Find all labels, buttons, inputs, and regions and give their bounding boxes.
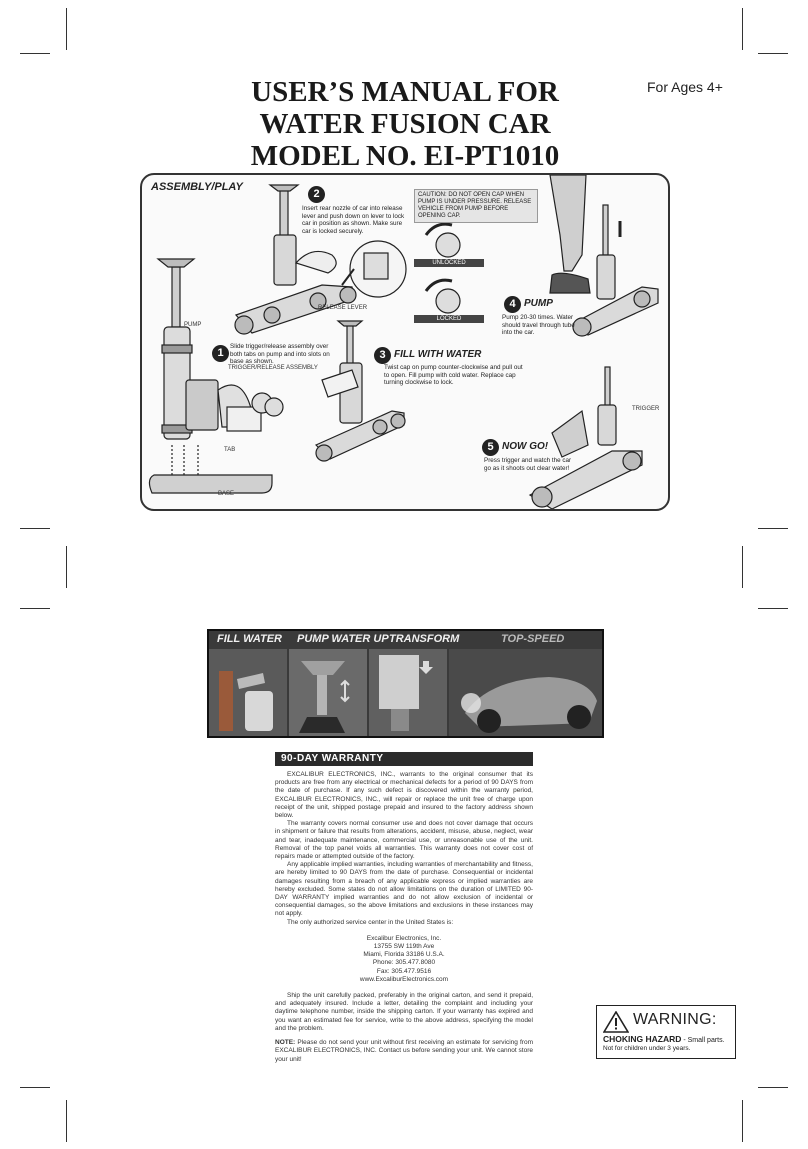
note-paragraph: NOTE: Please do not send your unit witho…	[275, 1039, 533, 1064]
crop-mark	[758, 53, 788, 54]
label-tab: TAB	[224, 447, 236, 453]
warranty-text: EXCALIBUR ELECTRONICS, INC., warrants to…	[275, 771, 533, 1064]
step-3-number: 3	[374, 347, 391, 364]
unlocked-diagram: UNLOCKED	[414, 227, 484, 267]
step-1-number: 1	[212, 345, 229, 362]
label-locked: LOCKED	[414, 315, 484, 323]
crop-mark	[758, 608, 788, 609]
page-title: USER’S MANUAL FOR WATER FUSION CAR MODEL…	[200, 76, 610, 172]
address-line: Excalibur Electronics, Inc.	[366, 934, 442, 942]
crop-mark	[742, 1100, 743, 1142]
step-1-text: Slide trigger/release assembly over both…	[230, 343, 330, 366]
crop-mark	[66, 8, 67, 50]
title-line-3: MODEL NO. EI-PT1010	[250, 140, 560, 172]
assembly-title: ASSEMBLY/PLAY	[151, 181, 243, 193]
choking-hazard-line: CHOKING HAZARD - Small parts.	[603, 1034, 725, 1044]
age-restriction: Not for children under 3 years.	[603, 1045, 691, 1052]
banner-fill-water: FILL WATER	[217, 633, 282, 645]
step-4-title: PUMP	[524, 298, 553, 309]
warning-triangle-icon	[603, 1011, 629, 1033]
step-2-number: 2	[308, 186, 325, 203]
step-4-number: 4	[504, 296, 521, 313]
crop-mark	[20, 1087, 50, 1088]
warranty-paragraph: The warranty covers normal consumer use …	[275, 820, 533, 861]
step-5-title: NOW GO!	[502, 441, 549, 452]
step-2-text: Insert rear nozzle of car into release l…	[302, 205, 405, 235]
crop-mark	[742, 546, 743, 588]
warning-title: WARNING:	[633, 1011, 717, 1028]
step-4-text: Pump 20-30 times. Water should travel th…	[502, 314, 575, 337]
banner-transform: TRANSFORM	[389, 633, 460, 645]
crop-mark	[758, 528, 788, 529]
locked-diagram: LOCKED	[414, 283, 484, 323]
label-unlocked: UNLOCKED	[414, 259, 484, 267]
crop-mark	[20, 53, 50, 54]
age-label: For Ages 4+	[647, 79, 723, 95]
banner-top-speed: TOP-SPEED	[501, 633, 565, 645]
step-5-number: 5	[482, 439, 499, 456]
label-pump: PUMP	[184, 322, 202, 328]
crop-mark	[66, 546, 67, 588]
crop-mark	[66, 1100, 67, 1142]
label-base: BASE	[218, 491, 235, 497]
small-parts: - Small parts.	[681, 1037, 725, 1044]
warranty-paragraph: The only authorized service center in th…	[287, 918, 454, 926]
address-line: Phone: 305.477.8080	[372, 959, 436, 967]
crop-mark	[20, 528, 50, 529]
crop-mark	[20, 608, 50, 609]
warranty-heading: 90-DAY WARRANTY	[275, 752, 533, 766]
address-line: www.ExcaliburElectronics.com	[359, 975, 449, 983]
address-line: Miami, Florida 33186 U.S.A.	[363, 951, 445, 959]
note-text: Please do not send your unit without fir…	[275, 1039, 533, 1063]
step-3-text: Twist cap on pump counter-clockwise and …	[384, 364, 523, 387]
address-line: 13755 SW 119th Ave	[373, 943, 435, 951]
assembly-panel: ASSEMBLY/PLAY CAUTION: DO NOT OPEN CAP W…	[140, 173, 670, 511]
banner-pump-water-up: PUMP WATER UP	[297, 633, 389, 645]
address-line: Fax: 305.477.9516	[376, 967, 432, 975]
service-address: Excalibur Electronics, Inc. 13755 SW 119…	[275, 935, 533, 984]
label-trigger-release: TRIGGER/RELEASE ASSEMBLY	[228, 365, 318, 371]
label-release-lever: RELEASE LEVER	[318, 305, 368, 311]
choking-hazard: CHOKING HAZARD	[603, 1034, 682, 1044]
shipping-paragraph: Ship the unit carefully packed, preferab…	[275, 992, 533, 1032]
feature-banner: FILL WATER PUMP WATER UP TRANSFORM TOP-S…	[207, 629, 604, 738]
note-label: NOTE:	[275, 1039, 296, 1047]
banner-photos	[209, 649, 602, 736]
title-line-2: WATER FUSION CAR	[259, 108, 551, 140]
caution-box: CAUTION: DO NOT OPEN CAP WHEN PUMP IS UN…	[414, 189, 538, 223]
step-3-title: FILL WITH WATER	[394, 349, 482, 360]
label-trigger: TRIGGER	[632, 406, 660, 412]
crop-mark	[758, 1087, 788, 1088]
assembly-illustration	[148, 175, 659, 509]
title-line-1: USER’S MANUAL FOR	[251, 76, 559, 108]
step-5-text: Press trigger and watch the car go as it…	[484, 457, 572, 472]
choking-warning: WARNING: CHOKING HAZARD - Small parts. N…	[596, 1005, 736, 1059]
warranty-paragraph: Any applicable implied warranties, inclu…	[275, 861, 533, 918]
crop-mark	[742, 8, 743, 50]
warranty-paragraph: EXCALIBUR ELECTRONICS, INC., warrants to…	[275, 771, 533, 820]
